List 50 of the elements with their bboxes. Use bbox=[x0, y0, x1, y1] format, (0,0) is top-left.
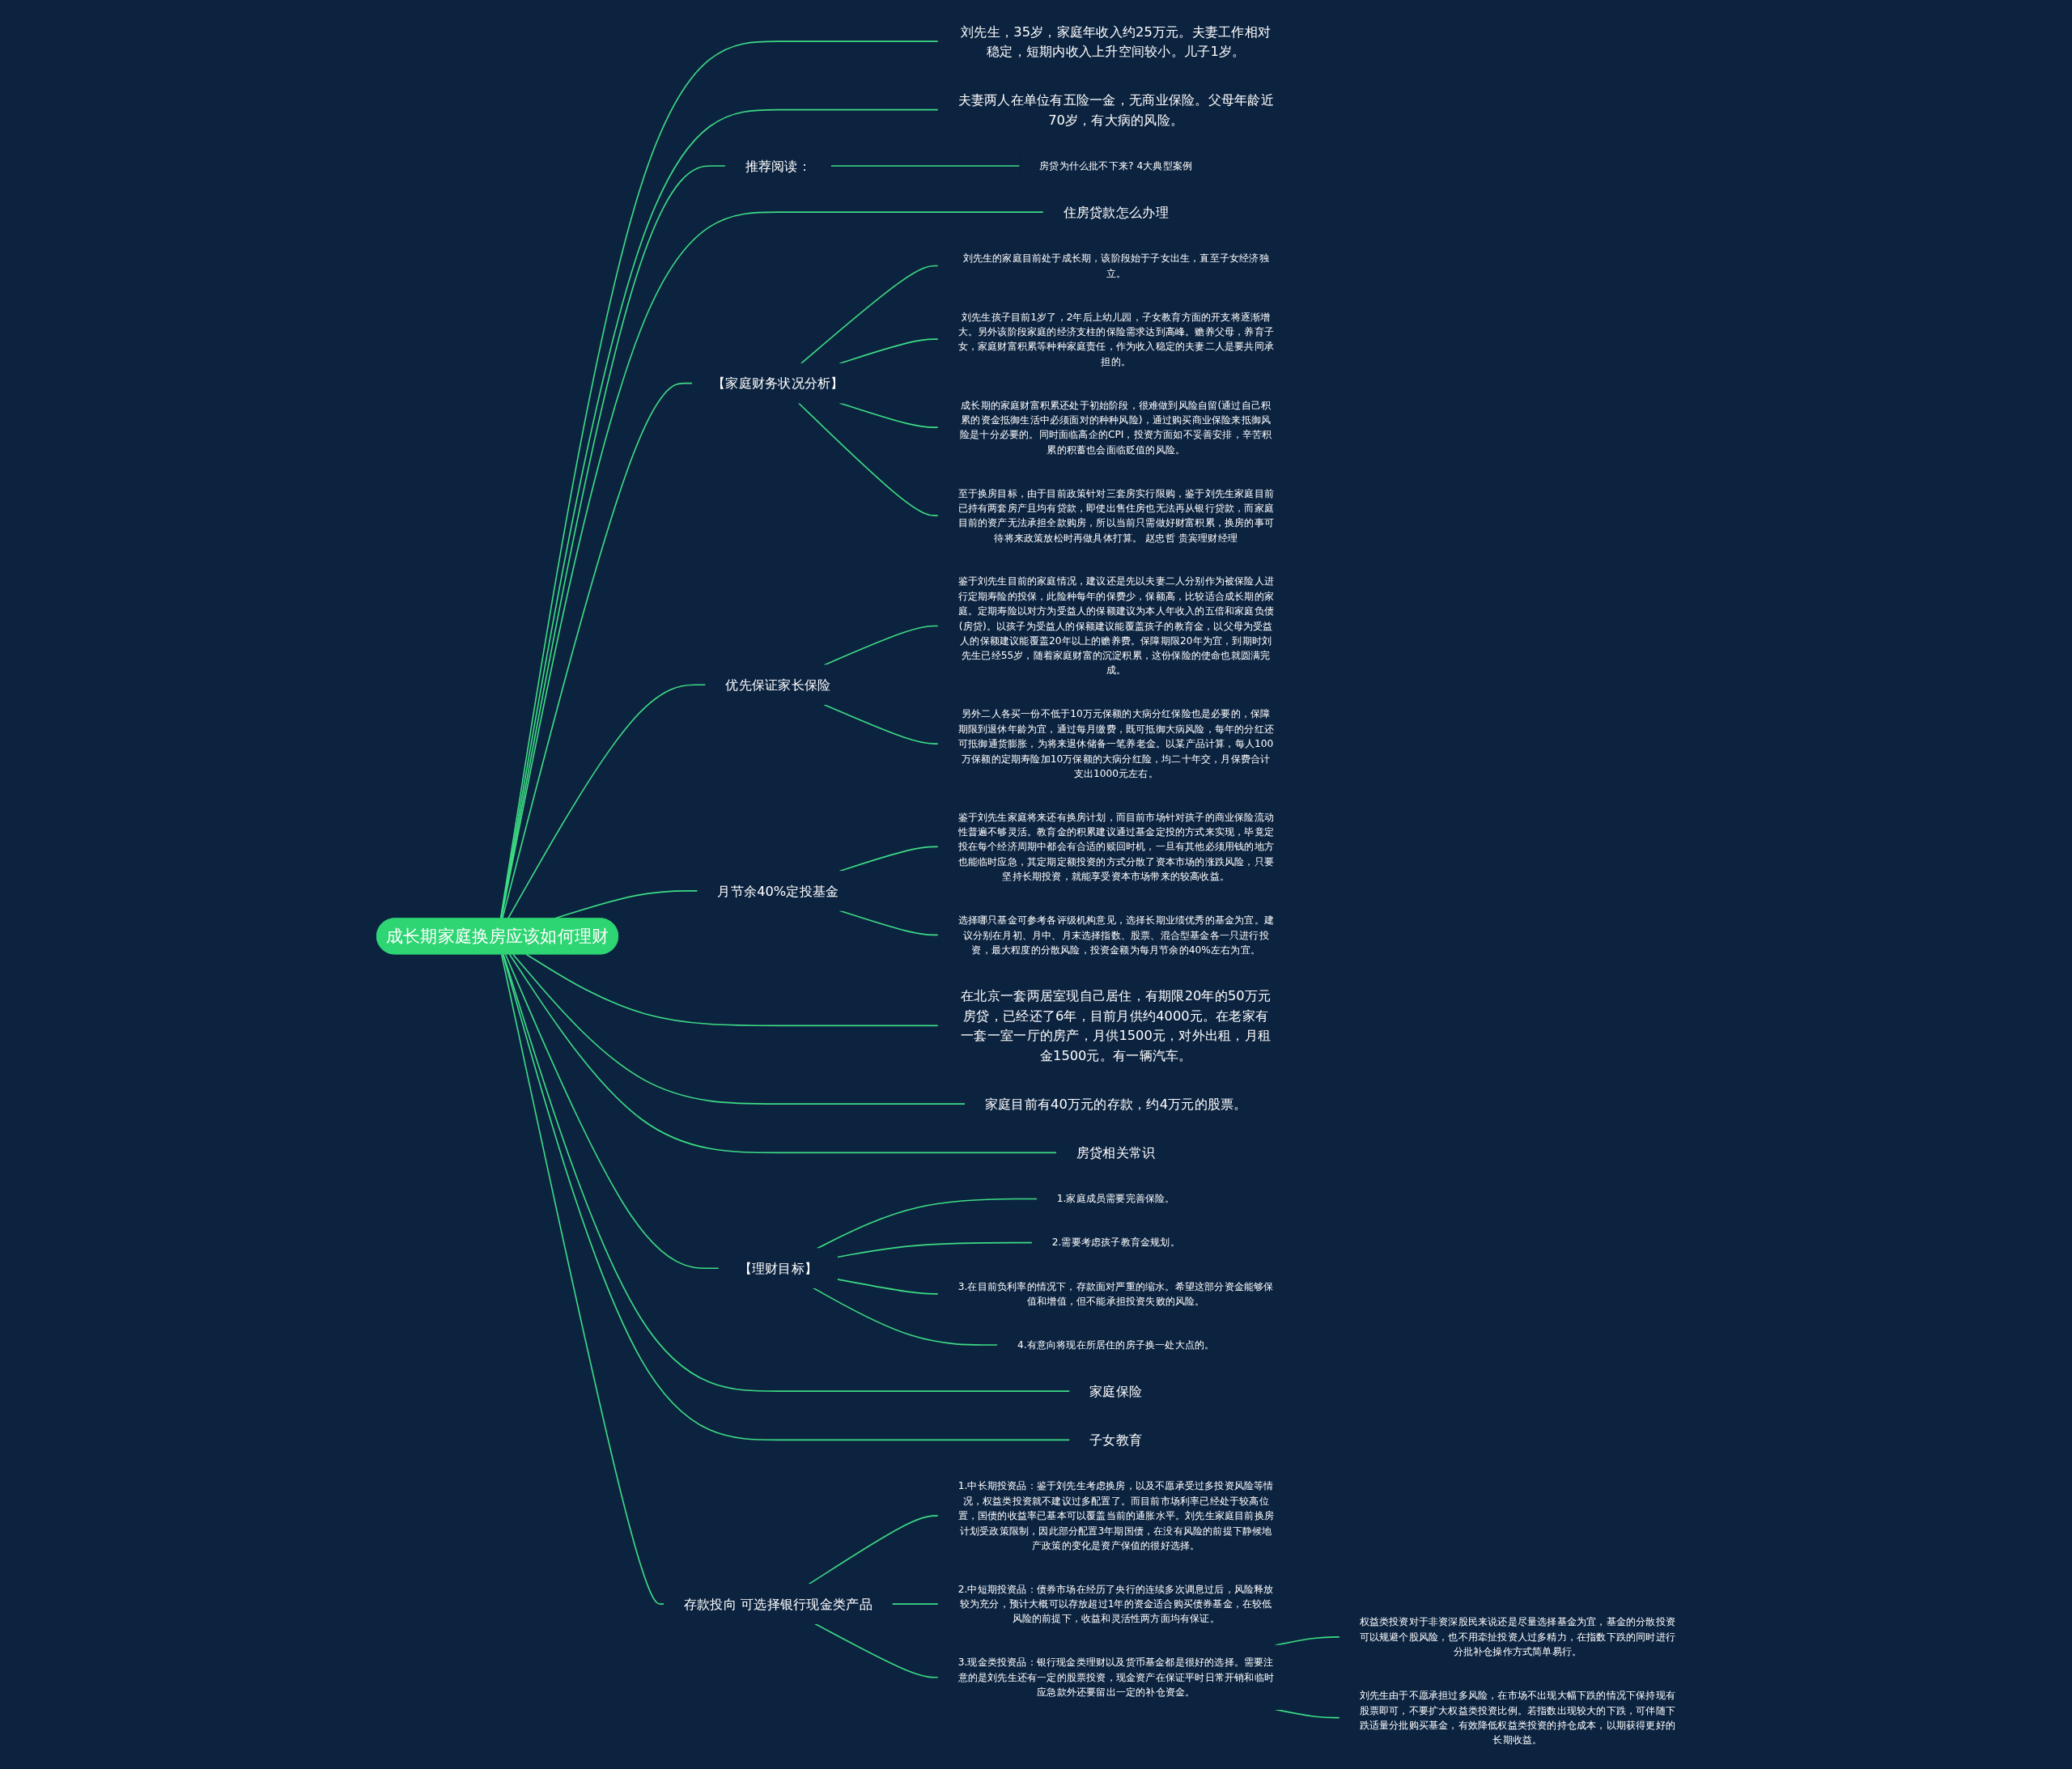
connector bbox=[823, 703, 939, 745]
node-text: 夫妻两人在单位有五险一金，无商业保险。父母年龄近70岁，有大病的风险。 bbox=[957, 91, 1274, 128]
node-text: 家庭保险 bbox=[1089, 1383, 1143, 1399]
connector bbox=[830, 165, 1021, 167]
node-text: 子女教育 bbox=[1089, 1432, 1143, 1449]
node-text: 刘先生由于不愿承担过多风险，在市场不出现大幅下跌的情况下保持现有股票即可，不要扩大权益类投资比例。若指数出现较大的下跌，可伴随下跌适量分批购买基金，有效降低权益类投资的持仓成本，以期获得更好的长期收益。 bbox=[1359, 1689, 1676, 1746]
node-text: 房贷为什么批不下来? 4大典型案例 bbox=[1039, 159, 1193, 172]
node-text: 鉴于刘先生家庭将来还有换房计划，而目前市场针对孩子的商业保险流动性普遍不够灵活。教育金的积累建议通过基金定投的方式来实现，毕竟定投在每个经济周期中都会有合适的赎回时机，一旦有其他必须用钱的地方也能临时应急，其定期定额投资的方式分散了资本市场的涨跌风险，只要坚持长期投资，就能享受资本市场带来的较高收益。 bbox=[957, 811, 1274, 883]
node-text: 房贷相关常识 bbox=[1076, 1144, 1156, 1161]
node-text: 刘先生孩子目前1岁了，2年后上幼儿园，子女教育方面的开支将逐渐增大。另外该阶段家庭的经济支柱的保险需求达到高峰。赡养父母，养育子女，家庭财富积累等种种家庭责任，作为收入稳定的夫妻二人是要共同承担的。 bbox=[957, 311, 1274, 367]
node-text: 2.中短期投资品：债券市场在经历了央行的连续多次调息过后，风险释放较为充分，预计大概可以存放超过1年的资金适合购买债券基金，在较低风险的前提下，收益和灵活性两方面均有保证。 bbox=[957, 1583, 1274, 1625]
node-text: 鉴于刘先生目前的家庭情况，建议还是先以夫妻二人分别作为被保险人进行定期寿险的投保，此险种每年的保费少，保额高，比较适合成长期的家庭。定期寿险以对方为受益人的保额建议为本人年收入的五倍和家庭负债(房贷)。以孩子为受益人的保额建议能覆盖孩子的教育金，以父母为受益人的保额建议能覆盖20年以上的赡养费。保障期限20年为宜，到期时刘先生已经55岁，随着家庭财富的沉淀积累，这份保险的使命也就圆满完成。 bbox=[957, 575, 1274, 677]
node-text: 刘先生的家庭目前处于成长期，该阶段始于子女出生，直至子女经济独立。 bbox=[962, 252, 1269, 279]
node-text: 【理财目标】 bbox=[738, 1260, 818, 1276]
node-text: 【家庭财务状况分析】 bbox=[712, 375, 844, 392]
connector bbox=[891, 1603, 939, 1605]
node-text: 1.中长期投资品：鉴于刘先生考虑换房，以及不愿承受过多投资风险等情况，权益类投资就不建议过多配置了。而目前市场利率已经处于较高位置，国债的收益率已基本可以覆盖当前的通胀水平。刘先生家庭目前换房计划受政策限制，因此部分配置3年期国债，在没有风险的前提下静候地产政策的变化是资产保值的很好选择。 bbox=[957, 1479, 1274, 1551]
connector bbox=[500, 953, 665, 1605]
connector bbox=[839, 338, 939, 365]
node-text: 家庭目前有40万元的存款，约4万元的股票。 bbox=[984, 1096, 1247, 1112]
connector bbox=[813, 1287, 999, 1346]
node-text: 存款投向 可选择银行现金类产品 bbox=[683, 1596, 873, 1612]
connector bbox=[508, 953, 1058, 1154]
connector bbox=[800, 265, 939, 365]
node-text: 优先保证家长保险 bbox=[725, 677, 831, 694]
node-text: 权益类投资对于非资深股民来说还是尽量选择基金为宜，基金的分散投资可以规避个股风险，也不用牵扯投资人过多精力，在指数下跌的同时进行分批补仓操作方式简单易行。 bbox=[1359, 1616, 1676, 1658]
node-text: 选择哪只基金可参考各评级机构意见，选择长期业绩优秀的基金为宜。建议分别在月初、月中、月末选择指数、股票、混合型基金各一只进行投资，最大程度的分散风险，投资金额为每月节余的40%左右为宜。 bbox=[957, 914, 1274, 956]
node-text: 1.家庭成员需要完善保险。 bbox=[1056, 1192, 1175, 1205]
connector bbox=[839, 846, 939, 872]
connector bbox=[816, 1198, 1038, 1249]
node-text: 刘先生，35岁，家庭年收入约25万元。夫妻工作相对稳定，短期内收入上升空间较小。儿子1岁。 bbox=[961, 23, 1272, 60]
connector bbox=[808, 1515, 939, 1585]
connector bbox=[797, 402, 939, 516]
node-text: 2.需要考虑孩子教育金规划。 bbox=[1051, 1237, 1180, 1249]
connector bbox=[504, 953, 720, 1269]
node-text: 住房贷款怎么办理 bbox=[1063, 204, 1169, 220]
node-text: 推荐阅读： bbox=[745, 158, 812, 174]
connector bbox=[836, 1241, 1034, 1258]
connector bbox=[525, 953, 939, 1027]
node-text: 4.有意向将现在所居住的房子换一处大点的。 bbox=[1017, 1338, 1215, 1351]
node-text: 至于换房目标，由于目前政策针对三套房实行限购，鉴于刘先生家庭目前已持有两套房产且均有贷款，即使出售住房也无法再从银行贷款，而家庭目前的资产无法承担全款购房，所以当前只需做好财富积累，换房的事可待将来政策放松时再做具体打算。 赵忠哲 贵宾理财经理 bbox=[957, 487, 1274, 544]
node-text: 月节余40%定投基金 bbox=[717, 883, 839, 899]
node-text: 另外二人各买一份不低于10万元保额的大病分红保险也是必要的，保障期限到退休年龄为宜，通过每月缴费，既可抵御大病风险，每年的分红还可抵御通货膨胀，为将来退休储备一笔养老金。以某产品计算，每人100万保额的定期寿险加10万保额的大病分红险，均二十年交，月保费合计支出1000元左右。 bbox=[957, 707, 1274, 779]
node-text: 3.现金类投资品：银行现金类理财以及货币基金都是很好的选择。需要注意的是刘先生还有一定的股票投资，现金资产在保证平时日常开销和临时应急款外还要留出一定的补仓资金。 bbox=[957, 1656, 1274, 1699]
connector bbox=[836, 1279, 939, 1295]
node-text: 3.在目前负利率的情况下，存款面对严重的缩水。希望这部分资金能够保值和增值，但不能承担投资失败的风险。 bbox=[957, 1280, 1274, 1308]
connector bbox=[512, 953, 966, 1105]
node-text: 成长期的家庭财富积累还处于初始阶段，很难做到风险自留(通过自己积累的资金抵御生活中必须面对的种种风险)，通过购买商业保险来抵御风险是十分必要的。同时面临高企的CPI，投资方面如不妥善安排，辛苦积累的积蓄也会面临贬值的风险。 bbox=[960, 399, 1272, 456]
connector bbox=[814, 1623, 939, 1678]
node-text: 在北京一套两居室现自己居住，有期限20年的50万元房贷，已经还了6年，目前月供约4000元。在老家有一套一室一厅的房产，月供1500元，对外出租，月租金1500元。有一辆汽车。 bbox=[961, 988, 1272, 1063]
